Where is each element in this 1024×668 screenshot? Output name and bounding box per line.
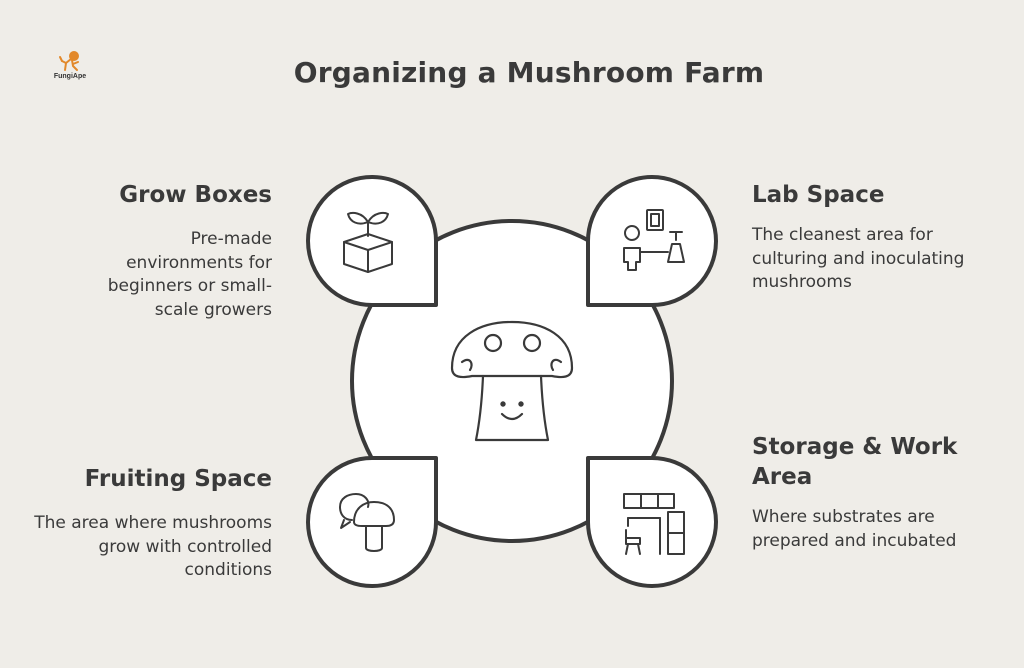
grow-boxes-shape [306,175,439,307]
monkey-logo-icon [59,51,79,71]
fruiting-space-desc: The area where mushrooms grow with contr… [34,513,272,580]
storage-block: Storage & Work Area Where substrates are… [752,432,962,553]
sprout-box-icon [343,212,393,273]
mushroom-speech-icon [339,493,395,552]
lab-space-desc: The cleanest area for culturing and inoc… [752,225,965,292]
fruiting-space-block: Fruiting Space The area where mushrooms … [30,464,272,583]
fruiting-space-shape [306,456,439,588]
fruiting-space-title: Fruiting Space [84,466,272,492]
lab-space-block: Lab Space The cleanest area for culturin… [752,180,967,295]
lab-space-title: Lab Space [752,182,885,208]
grow-boxes-title: Grow Boxes [119,182,272,208]
storage-shape [585,455,718,588]
page-title: Organizing a Mushroom Farm [293,56,765,89]
shelves-desk-icon [623,493,685,555]
lab-worker-icon [623,209,685,271]
storage-desc: Where substrates are prepared and incuba… [752,507,957,551]
logo-text: FungiApe [53,73,87,80]
grow-boxes-desc: Pre-made environments for beginners or s… [107,229,272,320]
smiling-mushroom-icon [450,320,574,442]
grow-boxes-block: Grow Boxes Pre-made environments for beg… [70,180,272,322]
lab-space-shape [585,175,718,308]
fungiape-logo: FungiApe [50,50,90,80]
storage-title: Storage & Work Area [752,434,958,490]
